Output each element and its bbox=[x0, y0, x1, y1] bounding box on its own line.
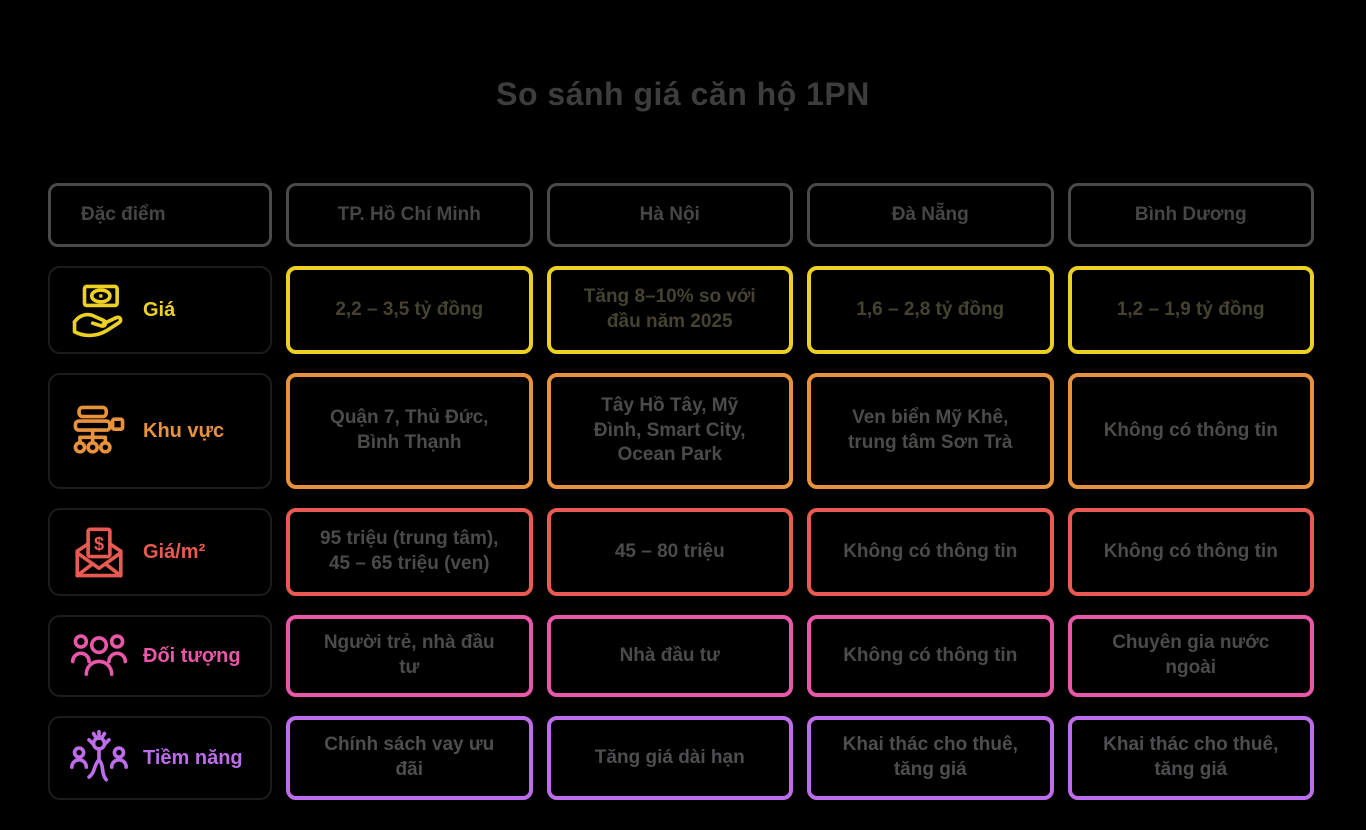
row-label-gia: Giá bbox=[48, 266, 272, 354]
row-label-doi-tuong: Đối tượng bbox=[48, 615, 272, 697]
area-hierarchy-icon bbox=[70, 402, 128, 460]
people-group-icon bbox=[70, 627, 128, 685]
row-label-khu-vuc: Khu vực bbox=[48, 373, 272, 489]
row-label-text: Khu vực bbox=[143, 419, 225, 442]
table-cell: Chuyên gia nước ngoài bbox=[1067, 615, 1314, 697]
row-label-text: Tiềm năng bbox=[143, 746, 243, 769]
table-cell: 1,6 – 2,8 tỷ đồng bbox=[807, 266, 1054, 354]
row-label-text: Giá bbox=[143, 298, 176, 321]
row-label-text: Giá/m² bbox=[143, 540, 206, 563]
table-cell: Quận 7, Thủ Đức, Bình Thạnh bbox=[286, 373, 533, 489]
page-title: So sánh giá căn hộ 1PN bbox=[496, 76, 870, 112]
table-cell: Không có thông tin bbox=[807, 508, 1054, 596]
table-cell: Không có thông tin bbox=[1067, 373, 1314, 489]
table-cell: Người trẻ, nhà đầu tư bbox=[286, 615, 533, 697]
row-label-gia-m2: $ Giá/m² bbox=[48, 508, 272, 596]
envelope-dollar-icon: $ bbox=[70, 523, 128, 581]
table-cell: 95 triệu (trung tâm), 45 – 65 triệu (ven… bbox=[286, 508, 533, 596]
table-cell: Không có thông tin bbox=[1067, 508, 1314, 596]
growth-people-icon bbox=[70, 729, 128, 787]
column-header-binhduong: Bình Dương bbox=[1067, 183, 1314, 247]
column-header-features: Đặc điểm bbox=[48, 183, 272, 247]
svg-text:$: $ bbox=[94, 534, 104, 554]
column-header-hanoi: Hà Nội bbox=[546, 183, 793, 247]
table-cell: Tây Hồ Tây, Mỹ Đình, Smart City, Ocean P… bbox=[546, 373, 793, 489]
row-label-tiem-nang: Tiềm năng bbox=[48, 716, 272, 800]
row-label-text: Đối tượng bbox=[143, 644, 241, 667]
table-cell: Khai thác cho thuê, tăng giá bbox=[807, 716, 1054, 800]
table-cell: 2,2 – 3,5 tỷ đồng bbox=[286, 266, 533, 354]
table-cell: 45 – 80 triệu bbox=[546, 508, 793, 596]
money-hand-icon bbox=[70, 281, 128, 339]
table-cell: Nhà đầu tư bbox=[546, 615, 793, 697]
infographic-page: So sánh giá căn hộ 1PN Đặc điểm TP. Hồ C… bbox=[0, 76, 1366, 800]
table-cell: Chính sách vay ưu đãi bbox=[286, 716, 533, 800]
column-header-hcmc: TP. Hồ Chí Minh bbox=[286, 183, 533, 247]
table-cell: Khai thác cho thuê, tăng giá bbox=[1067, 716, 1314, 800]
table-cell: Ven biển Mỹ Khê, trung tâm Sơn Trà bbox=[807, 373, 1054, 489]
table-cell: Tăng giá dài hạn bbox=[546, 716, 793, 800]
table-cell: Tăng 8–10% so với đầu năm 2025 bbox=[546, 266, 793, 354]
table-cell: 1,2 – 1,9 tỷ đồng bbox=[1067, 266, 1314, 354]
comparison-table: Đặc điểm TP. Hồ Chí Minh Hà Nội Đà Nẵng … bbox=[48, 183, 1314, 800]
column-header-danang: Đà Nẵng bbox=[807, 183, 1054, 247]
table-cell: Không có thông tin bbox=[807, 615, 1054, 697]
